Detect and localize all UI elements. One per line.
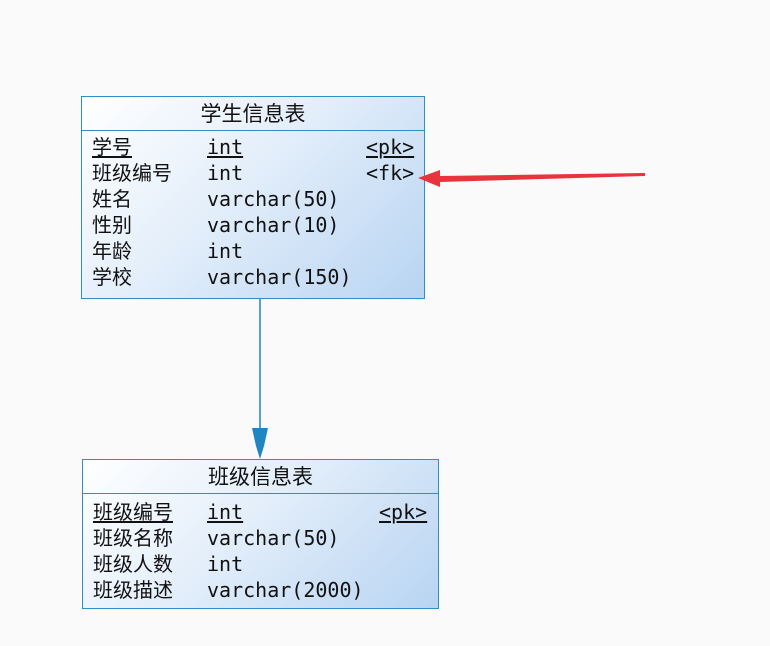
column-type: int: [207, 161, 244, 185]
primary-key-marker: <pk>: [379, 500, 428, 524]
student-row-age[interactable]: 年龄 int: [82, 238, 424, 264]
primary-key-marker: <pk>: [366, 135, 415, 159]
column-type: varchar(50): [207, 526, 340, 550]
student-table-title: 学生信息表: [82, 97, 424, 131]
column-name: 班级人数: [93, 552, 173, 576]
column-type: int: [207, 135, 244, 159]
class-row-description[interactable]: 班级描述 varchar(2000): [83, 577, 438, 603]
column-type: int: [207, 552, 244, 576]
class-table-columns: 班级编号 int <pk> 班级名称 varchar(50) 班级人数 int …: [83, 494, 438, 603]
red-annotation-arrow: [418, 170, 645, 187]
student-row-class-id[interactable]: 班级编号 int <fk>: [82, 160, 424, 186]
column-name: 班级编号: [93, 500, 173, 524]
column-name: 学校: [92, 265, 132, 289]
student-row-id[interactable]: 学号 int <pk>: [82, 134, 424, 160]
column-name: 姓名: [92, 187, 132, 211]
column-type: varchar(150): [207, 265, 352, 289]
column-type: int: [207, 500, 244, 524]
class-table-title: 班级信息表: [83, 460, 438, 494]
class-row-count[interactable]: 班级人数 int: [83, 551, 438, 577]
column-type: varchar(50): [207, 187, 340, 211]
relationship-line[interactable]: [252, 299, 268, 459]
column-name: 学号: [92, 135, 132, 159]
student-row-school[interactable]: 学校 varchar(150): [82, 264, 424, 290]
column-type: varchar(10): [207, 213, 340, 237]
student-table-entity[interactable]: 学生信息表 学号 int <pk> 班级编号 int <fk> 姓名 varch…: [81, 96, 425, 299]
column-name: 性别: [92, 213, 132, 237]
class-table-entity[interactable]: 班级信息表 班级编号 int <pk> 班级名称 varchar(50) 班级人…: [82, 459, 439, 609]
column-name: 班级编号: [92, 161, 172, 185]
relationship-arrowhead: [252, 428, 268, 459]
student-table-columns: 学号 int <pk> 班级编号 int <fk> 姓名 varchar(50)…: [82, 131, 424, 290]
student-row-gender[interactable]: 性别 varchar(10): [82, 212, 424, 238]
column-type: int: [207, 239, 244, 263]
class-row-id[interactable]: 班级编号 int <pk>: [83, 499, 438, 525]
class-row-name[interactable]: 班级名称 varchar(50): [83, 525, 438, 551]
column-name: 班级描述: [93, 578, 173, 602]
column-name: 年龄: [92, 239, 132, 263]
foreign-key-marker: <fk>: [366, 161, 415, 185]
column-name: 班级名称: [93, 526, 173, 550]
column-type: varchar(2000): [207, 578, 364, 602]
student-row-name[interactable]: 姓名 varchar(50): [82, 186, 424, 212]
